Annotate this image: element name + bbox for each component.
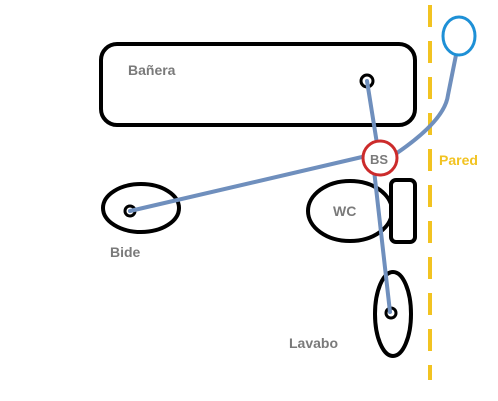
label-wc: WC [333,203,356,219]
label-pared: Pared [439,152,478,168]
vent-circle [441,15,477,57]
label-lavabo: Lavabo [289,335,338,351]
label-bide: Bide [110,244,141,260]
bs-ring [361,139,399,177]
label-bs: BS [370,152,388,167]
label-banera: Bañera [128,62,176,78]
bidet-shape [101,182,181,234]
washbasin-shape [373,270,413,358]
pipe-vent [395,53,458,155]
pipe-bathtub [365,79,380,152]
pipe-bidet [128,155,364,213]
wc-tank [389,178,417,244]
bathtub-shape [99,42,417,127]
pipe-washbasin [372,168,392,314]
